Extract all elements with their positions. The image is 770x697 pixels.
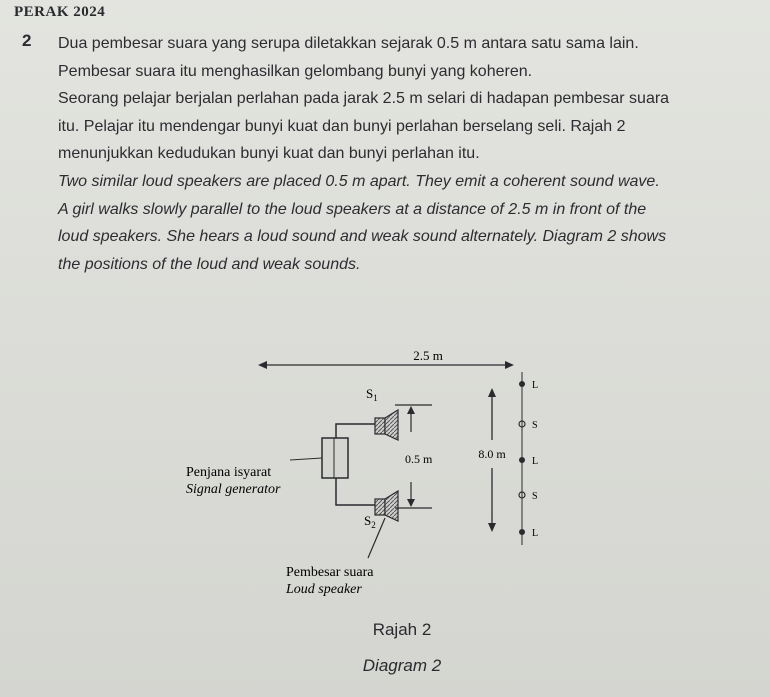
exam-header: PERAK 2024 bbox=[14, 4, 106, 20]
speaker-label-english: Loud speaker bbox=[285, 582, 362, 597]
point-4: S bbox=[518, 491, 538, 502]
english-line: Two similar loud speakers are placed 0.5… bbox=[58, 173, 660, 190]
point-2: S bbox=[518, 420, 538, 431]
point-5: L bbox=[519, 528, 538, 539]
speaker-leader-line bbox=[367, 517, 386, 559]
distance-label: 2.5 m bbox=[413, 348, 443, 363]
s1-label: S1 bbox=[366, 386, 378, 403]
length-arrow bbox=[488, 388, 496, 532]
point-3: L bbox=[519, 456, 538, 467]
point-label: L bbox=[532, 380, 538, 391]
length-label: 8.0 m bbox=[478, 447, 506, 461]
question-text-english: Two similar loud speakers are placed 0.5… bbox=[58, 168, 748, 278]
caption-english: Diagram 2 bbox=[362, 656, 442, 675]
generator-label-english: Signal generator bbox=[186, 482, 281, 497]
english-line: loud speakers. She hears a loud sound an… bbox=[58, 228, 667, 245]
caption-malay: Rajah 2 bbox=[372, 620, 432, 639]
speaker-s2 bbox=[374, 489, 399, 522]
speaker-s1 bbox=[374, 408, 399, 441]
s2-label: S2 bbox=[364, 513, 376, 530]
speaker-label-malay: Pembesar suara bbox=[286, 565, 374, 580]
interference-diagram: 2.5 m S1 S2 bbox=[186, 348, 538, 597]
separation-label: 0.5 m bbox=[405, 452, 433, 466]
point-label: L bbox=[532, 528, 538, 539]
english-line: A girl walks slowly parallel to the loud… bbox=[58, 200, 647, 218]
malay-line: Dua pembesar suara yang serupa diletakka… bbox=[58, 35, 639, 52]
malay-line: Seorang pelajar berjalan perlahan pada j… bbox=[58, 90, 670, 107]
generator-leader-line bbox=[289, 457, 323, 461]
question-text-malay: Dua pembesar suara yang serupa diletakka… bbox=[58, 30, 748, 168]
separation-arrow bbox=[395, 404, 432, 509]
signal-generator-box bbox=[321, 437, 349, 479]
point-label: L bbox=[532, 456, 538, 467]
point-1: L bbox=[519, 380, 538, 391]
point-label: S bbox=[532, 491, 538, 502]
point-label: S bbox=[532, 420, 538, 431]
malay-line: menunjukkan kedudukan bunyi kuat dan bun… bbox=[58, 145, 480, 162]
malay-line: itu. Pelajar itu mendengar bunyi kuat da… bbox=[58, 117, 626, 135]
question-number: 2 bbox=[22, 31, 32, 50]
distance-arrow bbox=[258, 361, 514, 369]
generator-label-malay: Penjana isyarat bbox=[186, 465, 271, 480]
malay-line: Pembesar suara itu menghasilkan gelomban… bbox=[58, 62, 533, 80]
english-line: the positions of the loud and weak sound… bbox=[58, 255, 361, 273]
signal-generator-inner bbox=[333, 437, 349, 479]
wire-top bbox=[335, 423, 375, 438]
wire-bottom bbox=[335, 478, 375, 506]
